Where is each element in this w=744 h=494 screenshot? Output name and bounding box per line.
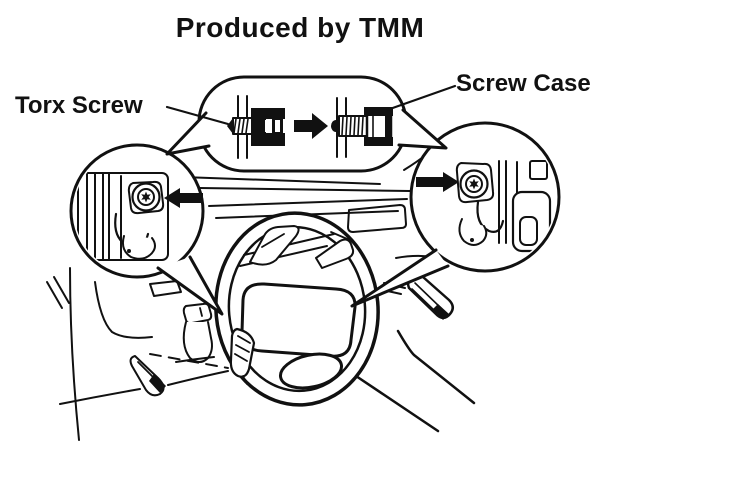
screw-case-open (251, 108, 285, 146)
case-body (251, 117, 266, 135)
right-circle-detail (455, 160, 552, 253)
pointer-fill (352, 250, 448, 306)
harness-groove (476, 200, 505, 233)
dash-top-edge (181, 176, 381, 185)
screw-callout-pill (165, 75, 448, 173)
detail-dot (470, 238, 474, 242)
screw-tip (227, 118, 233, 134)
torx-screw-recess (465, 175, 483, 193)
torx-screw-loose (227, 95, 285, 159)
dash-left-edge (69, 267, 80, 441)
threads (233, 118, 249, 134)
transition-arrow-right-icon (294, 113, 328, 139)
right-detail-circle (350, 121, 561, 308)
column-shroud-line (354, 374, 440, 433)
case-flange (364, 107, 393, 116)
key-grip (149, 374, 166, 393)
airbag-pad (240, 282, 357, 358)
arrow-right-icon (416, 172, 459, 192)
stalk-end-cap (433, 304, 449, 320)
key-line (137, 361, 155, 379)
left-circle-detail (77, 172, 169, 261)
ignition-lock-face (182, 302, 213, 325)
arrow-left-icon (164, 188, 203, 208)
connector-block (529, 160, 548, 180)
ignition-lock-body (182, 321, 213, 363)
lower-boss (121, 235, 156, 260)
figure-title-text: Produced by TMM (176, 12, 425, 43)
screw-case-leader-line (385, 84, 457, 112)
right-circle-pointer (350, 248, 450, 308)
column-contour (167, 356, 229, 386)
knee-bolster-edge (59, 388, 141, 405)
column-panel (77, 172, 169, 261)
keyway-slot (199, 307, 203, 317)
left-circle-pointer (156, 255, 224, 316)
wheel-spoke-right (315, 238, 355, 269)
detail-dot (127, 249, 131, 253)
screw-case-label-text: Screw Case (456, 70, 591, 97)
threads (341, 116, 364, 136)
torx-screw-label-text: Torx Screw (15, 92, 143, 119)
cluster-hood-opening (347, 204, 407, 233)
cylinder-hatch (234, 335, 251, 385)
wheel-spoke-left (249, 225, 300, 266)
lower-boss (458, 218, 488, 246)
spoke-line (261, 233, 285, 248)
torx-screw-label: Torx Screw (15, 92, 143, 119)
tab-slot (519, 216, 538, 246)
steering-wheel (214, 211, 380, 407)
dash-line (208, 198, 408, 207)
column-shroud-line (396, 329, 476, 405)
case-slot (275, 120, 280, 132)
spoke-line (330, 231, 353, 242)
screw-case-label: Screw Case (456, 70, 591, 97)
dash-hatch (46, 276, 70, 309)
case-flange (251, 108, 285, 119)
case-slot (265, 120, 272, 132)
case-bar (385, 114, 391, 139)
pointer-fill (158, 257, 222, 314)
dash-line (198, 187, 411, 192)
torx-screw-recess (137, 188, 155, 206)
panel-ribs (86, 172, 122, 261)
dashboard-background (46, 153, 476, 441)
dash-contour (94, 281, 153, 339)
pill-pointer-right (397, 108, 448, 150)
figure-title: Produced by TMM (176, 12, 425, 43)
torx-screw-seated (331, 97, 393, 158)
wheel-lower-opening (278, 352, 344, 390)
torx-screw-leader-line (165, 105, 230, 126)
left-detail-circle (69, 143, 224, 316)
pill-pointer-left (165, 111, 211, 156)
diagram-art (46, 75, 561, 441)
dash-detail-plate (149, 280, 182, 297)
case-flange (364, 137, 393, 146)
